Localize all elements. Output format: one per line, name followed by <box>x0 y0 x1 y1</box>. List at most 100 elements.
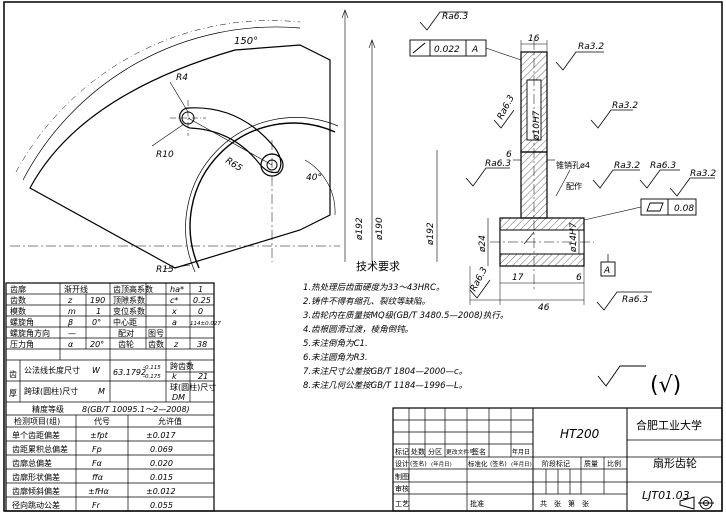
cell: 工艺 <box>395 500 409 508</box>
cell: 签名 <box>472 447 486 456</box>
r15-label: R15 <box>156 265 174 275</box>
dim-6b: 6 <box>576 273 582 283</box>
cell: 允许值 <box>158 416 182 426</box>
cell: 比例 <box>607 459 621 468</box>
dim-17: 17 <box>512 273 524 283</box>
cell: -0.175 <box>143 374 161 380</box>
cell: 质量 <box>584 459 598 468</box>
tech-req-line: 5.未注倒角为C1. <box>303 338 368 349</box>
cell: 0 <box>198 307 203 316</box>
title-block <box>392 407 723 512</box>
cell: 0.015 <box>150 473 173 482</box>
cell: 0° <box>92 318 101 327</box>
cell: z <box>67 296 73 305</box>
cell: 跨球(圆柱)尺寸 <box>24 386 78 396</box>
flat-tol: 0.08 <box>674 204 694 214</box>
cell: ffα <box>92 473 104 482</box>
drawing-no: LJT01.03 <box>642 489 690 502</box>
cell: 63.1792 <box>113 368 146 377</box>
tech-req-title: 技术要求 <box>356 260 400 273</box>
cell: 模数 <box>10 306 26 316</box>
cell: 顶隙系数 <box>113 295 145 305</box>
projection-symbol-icon <box>679 496 714 510</box>
ra32-top: Ra3.2 <box>578 42 604 52</box>
cell: 渐开线 <box>64 284 88 294</box>
cell: 处数 <box>411 447 425 456</box>
cell: ±fHα <box>88 487 110 496</box>
cell: — <box>68 329 76 338</box>
angle-40-label: 40° <box>306 173 322 183</box>
tech-req-list: 1.热处理后齿面硬度为33～43HRC。 2.铸件不得有缩孔、裂纹等缺陷。 3.… <box>303 282 508 391</box>
tol-datum: A <box>471 45 478 55</box>
cell: 1 <box>198 285 203 294</box>
cell: 齿廓总偏差 <box>12 458 52 468</box>
ra63-br: Ra6.3 <box>622 295 648 305</box>
cell: (年月日) <box>431 460 452 468</box>
cell: 1 <box>96 307 101 316</box>
r10-label: R10 <box>156 150 174 160</box>
cell: 批准 <box>470 499 484 508</box>
dia192-sec: ø192 <box>426 222 436 246</box>
cell: 球(圆柱)尺寸 <box>170 382 216 392</box>
cell: 检测项目(组) <box>14 416 60 426</box>
cell: 114±0.027 <box>190 321 221 327</box>
param-table-text: 齿廓 渐开线 齿顶高系数 ha* 1 齿数 z 190 顶隙系数 c* 0.25… <box>9 284 221 510</box>
cell: (年月日) <box>511 460 532 468</box>
angle-150-label: 150° <box>234 36 258 47</box>
cell: 齿轮 <box>118 339 134 349</box>
tech-req-line: 6.未注圆角为R3. <box>303 352 368 363</box>
roughness-note: (√) <box>650 373 681 398</box>
cell: 齿廓倾斜偏差 <box>12 486 60 496</box>
cell: 阶段标记 <box>542 459 570 468</box>
cell: k <box>172 372 177 381</box>
cell: c* <box>170 296 178 305</box>
ra63-bot: Ra6.3 <box>469 265 490 293</box>
tech-req-line: 8.未注几何公差按GB/T 1184—1996—L。 <box>303 380 467 391</box>
dia190-label: ø190 <box>375 217 385 241</box>
cell: 190 <box>90 296 105 305</box>
tol-value: 0.022 <box>434 45 460 55</box>
cell: 标记 <box>395 447 409 456</box>
cell: β <box>67 318 73 327</box>
cell: M <box>98 387 105 396</box>
pin-note-label: 配作 <box>566 181 582 191</box>
datum-a: A <box>603 266 610 276</box>
cell: 配对 <box>118 328 134 338</box>
cell: 图号 <box>148 329 164 338</box>
cell: DM <box>172 393 185 402</box>
ra32-mid: Ra3.2 <box>614 161 640 171</box>
sheet-border <box>3 1 723 512</box>
cell: 齿廓形状偏差 <box>12 472 60 482</box>
cell: x <box>171 307 177 316</box>
cell: 齿廓 <box>10 284 26 294</box>
dia192-main-label: ø192 <box>355 217 365 241</box>
ra63-mid: Ra6.3 <box>650 161 676 171</box>
dia10h7: ø10H7 <box>532 110 542 141</box>
cell: 齿数 <box>10 295 26 305</box>
slot <box>179 107 282 174</box>
cell: ±0.012 <box>146 487 176 496</box>
cell: 精度等级 <box>32 404 64 414</box>
dia14h7: ø14H7 <box>569 222 579 253</box>
cell: 齿数 <box>148 339 164 349</box>
tech-req-line: 1.热处理后齿面硬度为33～43HRC。 <box>303 282 444 293</box>
tech-req-line: 3.齿轮内在质量按MQ级(GB/T 3480.5—2008)执行。 <box>303 310 508 321</box>
dim-6a: 6 <box>506 150 512 160</box>
cell: 变位系数 <box>113 306 145 316</box>
cell: 公法线长度尺寸 <box>24 365 80 375</box>
material: HT200 <box>560 427 600 441</box>
dim-arc-150 <box>22 26 301 181</box>
ra63-top: Ra6.3 <box>442 12 468 22</box>
cell: ±fpt <box>90 431 109 440</box>
cell: 年月日 <box>512 448 530 456</box>
cell: 0.055 <box>150 501 173 510</box>
cell: (签名) <box>410 460 427 468</box>
r65-label: R65 <box>223 156 244 174</box>
cell: z <box>173 340 179 349</box>
ra32-right: Ra3.2 <box>612 101 638 111</box>
cell: 压力角 <box>10 339 34 349</box>
outer-arc <box>189 122 336 269</box>
cell: 设计 <box>395 459 409 468</box>
cell: 厚 <box>9 389 17 398</box>
cell: 标准化 <box>468 459 488 468</box>
